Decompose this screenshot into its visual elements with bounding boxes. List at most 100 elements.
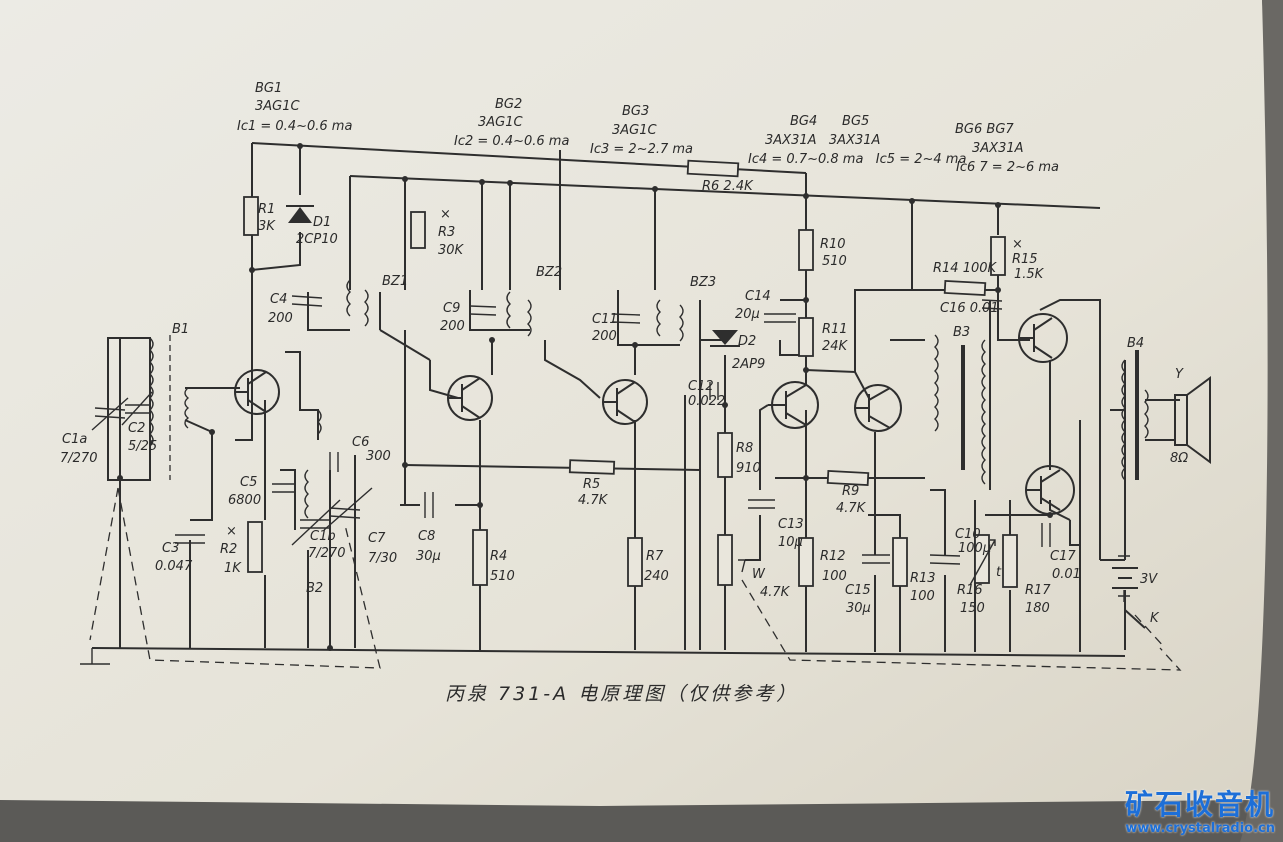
- label-r4-name: R4: [490, 549, 507, 564]
- header-bg1-line1: BG1: [255, 81, 282, 96]
- resistor-r13: [892, 537, 908, 587]
- transistor-bg6: [1018, 313, 1068, 363]
- resistors: [243, 159, 1018, 588]
- cap-c1a: [91, 397, 129, 431]
- label-r13-value: 100: [910, 589, 935, 604]
- label-c6-value: 300: [366, 449, 391, 464]
- header-bg1-line3: Ic1 = 0.4~0.6 ma: [237, 119, 352, 134]
- header-bg2-line1: BG2: [495, 97, 522, 112]
- cap-c16: [981, 299, 1003, 310]
- label-r7-name: R7: [646, 549, 664, 564]
- label-r8-name: R8: [736, 441, 753, 456]
- label-b2: B2: [306, 581, 323, 596]
- label-r5-value: 4.7K: [578, 493, 609, 508]
- resistor-r7: [627, 537, 643, 587]
- transistor-bg4: [768, 381, 819, 429]
- coil-b1-primary: [149, 337, 154, 447]
- resistor-r8: [717, 432, 733, 478]
- label-c1a-name: C1a: [62, 432, 87, 447]
- cap-c11: [611, 313, 641, 324]
- label-c11-value: 200: [592, 329, 617, 344]
- label-c2-value: 5/25: [128, 439, 157, 454]
- gang-tuning-links: [89, 487, 1182, 671]
- cap-c17: [1041, 523, 1051, 547]
- label-r17-name: R17: [1025, 583, 1051, 598]
- resistor-r15: [990, 236, 1006, 276]
- transistors: [234, 313, 1075, 515]
- label-r11-value: 24K: [822, 339, 849, 354]
- resistor-r14: [943, 280, 987, 296]
- label-r17-value: 180: [1025, 601, 1050, 616]
- label-r3-value: 30K: [438, 243, 465, 258]
- label-c17-name: C17: [1050, 549, 1076, 564]
- cap-c12: [709, 382, 719, 400]
- header-bg45-line2: 3AX31A 3AX31A: [765, 133, 880, 148]
- label-r16-value: 150: [960, 601, 985, 616]
- inductors-transformers: [149, 279, 1149, 519]
- label-battery: 3V: [1140, 572, 1158, 587]
- label-bz1: BZ1: [382, 274, 408, 289]
- label-c1b-name: C1b: [310, 529, 336, 544]
- header-bg67-line1: BG6 BG7: [955, 122, 1014, 137]
- label-c6-name: C6: [352, 435, 369, 450]
- label-r2-name: R2: [220, 542, 237, 557]
- label-c14-value: 20μ: [735, 307, 760, 322]
- b4-primary: [1121, 359, 1126, 481]
- diagram-caption: 丙泉 731-A 电原理图（仅供参考）: [445, 683, 798, 705]
- label-w-name: W: [752, 567, 766, 582]
- label-c13-name: C13: [778, 517, 804, 532]
- label-c15-value: 30μ: [846, 601, 871, 616]
- speaker: [1174, 376, 1211, 464]
- resistor-r2: [247, 521, 263, 573]
- label-d2-name: D2: [738, 334, 756, 349]
- transistor-bg1: [234, 369, 280, 415]
- b2-coil-top: [317, 409, 322, 435]
- resistor-r4: [472, 529, 488, 586]
- book-edge: [1240, 0, 1283, 842]
- bz2-primary: [506, 291, 511, 329]
- label-r15-value: 1.5K: [1014, 267, 1045, 282]
- label-r2-mark: ×: [226, 524, 237, 539]
- cap-c8: [424, 492, 434, 518]
- cap-c5: [272, 483, 296, 493]
- label-b3: B3: [953, 325, 970, 340]
- label-r9-name: R9: [842, 484, 859, 499]
- label-r15-mark: ×: [1012, 237, 1023, 252]
- b2-coil: [304, 469, 309, 519]
- label-r3-mark: ×: [440, 207, 451, 222]
- label-c11-name: C11: [592, 312, 618, 327]
- header-bg67-line3: Ic6 7 = 2~6 ma: [956, 160, 1059, 175]
- cap-c15: [862, 554, 890, 564]
- watermark-title: 矿石收音机: [1124, 788, 1275, 821]
- label-c17-value: 0.01: [1052, 567, 1081, 582]
- diodes: [286, 205, 740, 347]
- cap-c13: [748, 499, 775, 509]
- battery: [1112, 555, 1138, 602]
- header-bg2-line3: Ic2 = 0.4~0.6 ma: [454, 134, 569, 149]
- bz2-secondary: [527, 299, 532, 337]
- bz3-primary: [656, 299, 661, 337]
- label-c13-value: 10μ: [778, 535, 803, 550]
- bz1-primary: [346, 279, 351, 317]
- label-r14: R14 100K: [933, 261, 998, 276]
- resistor-r1: [243, 196, 259, 236]
- cap-c14: [764, 313, 796, 323]
- header-bg2-line2: 3AG1C: [478, 115, 524, 130]
- capacitors: [91, 295, 1051, 565]
- header-bg3-line3: Ic3 = 2~2.7 ma: [590, 142, 693, 157]
- header-bg67-line2: 3AX31A: [972, 141, 1024, 156]
- label-d1-value: 2CP10: [296, 232, 338, 247]
- label-bz3: BZ3: [690, 275, 716, 290]
- resistor-r17: [1002, 534, 1018, 588]
- label-c12-name: C12: [688, 379, 714, 394]
- label-speaker-ohm: 8Ω: [1170, 451, 1188, 466]
- header-bg45-line1: BG4 BG5: [790, 114, 869, 129]
- label-c4-name: C4: [270, 292, 287, 307]
- resistor-r6: [686, 159, 740, 178]
- label-r7-value: 240: [644, 569, 669, 584]
- label-r6: R6 2.4K: [702, 179, 754, 194]
- label-c9-name: C9: [443, 301, 460, 316]
- label-c5-name: C5: [240, 475, 257, 490]
- label-r1-name: R1: [258, 202, 275, 217]
- label-c3-value: 0.047: [155, 559, 193, 574]
